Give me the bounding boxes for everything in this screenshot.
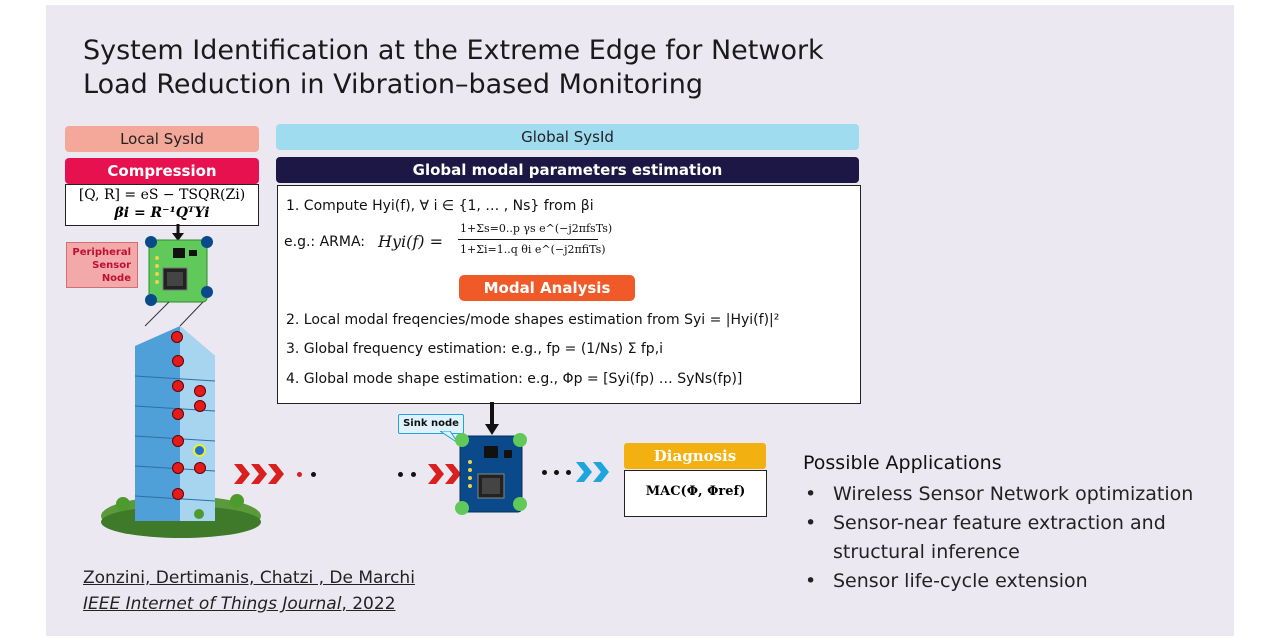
ellipsis-dot <box>554 470 559 475</box>
beta-equation: βi = R⁻¹QᵀYi <box>114 205 210 221</box>
sensor-node-dot-highlighted <box>193 444 206 457</box>
application-item: Wireless Sensor Network optimization <box>803 480 1213 509</box>
ellipsis-dot <box>566 470 571 475</box>
arma-fraction-bar <box>458 239 598 240</box>
sensor-node-dot <box>172 435 184 447</box>
red-chevrons-icon <box>234 464 284 484</box>
ellipsis-dot <box>297 472 302 477</box>
sensor-node-dot <box>194 385 206 397</box>
sensor-node-dot <box>172 488 184 500</box>
citation-authors[interactable]: Zonzini, Dertimanis, Chatzi , De Marchi <box>83 568 415 588</box>
ellipsis-dot <box>398 472 403 477</box>
citation-journal: IEEE Internet of Things Journal <box>83 594 342 614</box>
global-content-box: 1. Compute Hyi(f), ∀ i ∈ {1, … , Ns} fro… <box>277 185 861 404</box>
ellipsis-dot <box>311 472 316 477</box>
peripheral-sensor-node-label: Peripheral Sensor Node <box>66 242 138 288</box>
step-3-text: 3. Global frequency estimation: e.g., fp… <box>286 341 664 357</box>
step-2-text: 2. Local modal freqencies/mode shapes es… <box>286 312 780 328</box>
modal-analysis-label: Modal Analysis <box>483 279 611 297</box>
tsqr-equation: [Q, R] = eS − TSQR(Zi) <box>78 187 246 203</box>
application-item: Sensor life-cycle extension <box>803 567 1213 596</box>
slide-title: System Identification at the Extreme Edg… <box>83 34 843 102</box>
peripheral-sensor-board-icon <box>145 236 213 306</box>
possible-applications: Possible Applications Wireless Sensor Ne… <box>803 452 1213 596</box>
applications-heading: Possible Applications <box>803 452 1002 474</box>
blue-chevrons-icon <box>576 462 609 482</box>
red-chevrons-icon <box>428 464 461 484</box>
down-arrow-icon <box>485 402 499 435</box>
title-line-1: System Identification at the Extreme Edg… <box>83 35 824 66</box>
modal-analysis-header: Modal Analysis <box>459 275 635 301</box>
step-4-text: 4. Global mode shape estimation: e.g., Φ… <box>286 371 743 387</box>
sensor-node-dot <box>172 408 184 420</box>
arma-numerator: 1+Σs=0..p γs e^(−j2πfsTs) <box>460 222 613 235</box>
ellipsis-dot <box>411 472 416 477</box>
sink-label-pointer-icon <box>440 431 459 444</box>
local-sysid-header: Local SysId <box>65 126 259 152</box>
title-line-2: Load Reduction in Vibration–based Monito… <box>83 69 703 100</box>
sensor-node-dot <box>172 462 184 474</box>
sensor-node-dot <box>194 400 206 412</box>
global-estimation-label: Global modal parameters estimation <box>412 161 723 179</box>
citation-journal-line[interactable]: IEEE Internet of Things Journal, 2022 <box>83 594 396 614</box>
compression-label: Compression <box>107 162 217 180</box>
compression-arrow-icon <box>172 224 184 241</box>
building-illustration <box>101 301 261 538</box>
sensor-node-dot <box>194 462 206 474</box>
diagnosis-header: Diagnosis <box>624 443 766 469</box>
sensor-node-dot <box>172 380 184 392</box>
arma-prefix: e.g.: ARMA: <box>284 234 365 250</box>
local-sysid-label: Local SysId <box>120 130 204 148</box>
compression-header: Compression <box>65 158 259 184</box>
arma-denominator: 1+Σi=1..q θi e^(−j2πfiTs) <box>460 243 606 256</box>
diagnosis-label: Diagnosis <box>653 447 737 465</box>
global-sysid-label: Global SysId <box>521 128 614 146</box>
mac-formula: MAC(Φ, Φref) <box>645 484 746 499</box>
arma-lhs: Hyi(f) = <box>378 232 444 251</box>
sensor-node-dot <box>171 331 183 343</box>
global-sysid-header: Global SysId <box>276 124 859 150</box>
sink-node-label: Sink node <box>398 414 464 434</box>
application-item: Sensor-near feature extraction and struc… <box>803 509 1213 567</box>
citation-year: , 2022 <box>341 594 396 614</box>
applications-list: Wireless Sensor Network optimization Sen… <box>803 480 1213 596</box>
global-estimation-header: Global modal parameters estimation <box>276 157 859 183</box>
diagnosis-formula-box: MAC(Φ, Φref) <box>624 470 767 517</box>
step-1-text: 1. Compute Hyi(f), ∀ i ∈ {1, … , Ns} fro… <box>286 198 594 214</box>
sensor-node-dot <box>172 355 184 367</box>
sink-node-board-icon <box>455 433 527 515</box>
ellipsis-dot <box>542 470 547 475</box>
compression-equations-box: [Q, R] = eS − TSQR(Zi) βi = R⁻¹QᵀYi <box>65 184 259 226</box>
